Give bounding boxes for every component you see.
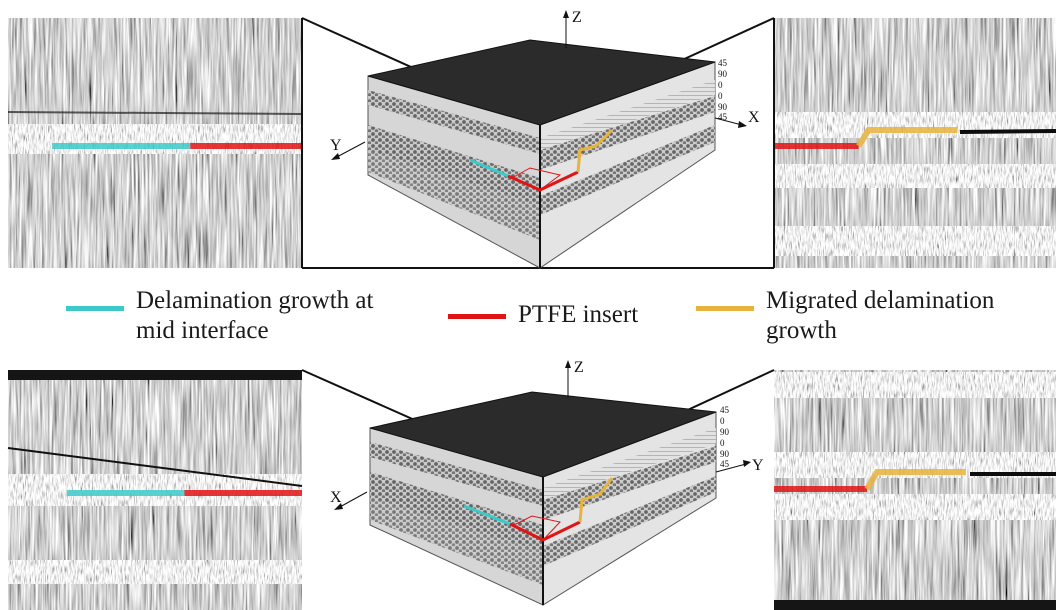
- crack-overlay-migrated: [856, 127, 958, 148]
- legend-delamination-mid: Delamination growth at mid interface: [66, 286, 373, 346]
- ply-labels-bottom: 45 0 90 0 90 45: [720, 405, 730, 469]
- crack-migrated-top: [576, 128, 614, 173]
- crack-overlay-migrated: [864, 469, 966, 491]
- ply-label: 45: [718, 112, 728, 122]
- legend-migrated: Migrated delamination growth: [696, 286, 994, 346]
- legend-swatch-gold: [696, 306, 754, 311]
- legend-swatch-cyan: [66, 306, 124, 311]
- laminate-diagram-top: Z Y X 45 90 0 0 90 45: [330, 9, 760, 269]
- micrograph-top-left: [7, 18, 303, 268]
- axis-right-label-top: X: [748, 109, 760, 126]
- crack-mid-top: [469, 158, 509, 178]
- ply-label: 45: [718, 58, 728, 68]
- crack-migrated-bottom: [578, 477, 614, 523]
- micrograph-bottom-left: [7, 370, 303, 610]
- legend-swatch-red: [448, 314, 506, 319]
- legend-line: mid interface: [136, 317, 269, 344]
- micrograph-bottom-right: [774, 370, 1056, 610]
- axis-left-label-top: Y: [330, 137, 342, 154]
- axis-z-label-top: Z: [572, 9, 582, 26]
- legend-line: Migrated delamination: [766, 287, 995, 314]
- ply-labels-top: 45 90 0 0 90 45: [718, 58, 728, 122]
- legend-line: growth: [766, 317, 837, 344]
- ply-label: 0: [718, 80, 723, 90]
- ply-label: 0: [720, 438, 725, 448]
- legend-text: Migrated delamination growth: [766, 286, 994, 346]
- legend-text: Delamination growth at mid interface: [136, 286, 373, 346]
- ply-label: 90: [720, 449, 730, 459]
- legend-ptfe: PTFE insert: [448, 300, 638, 330]
- axis-left-label-bottom: X: [330, 489, 342, 506]
- ptfe-outline-bottom: [511, 515, 561, 541]
- micrograph-top-right: [774, 18, 1056, 268]
- laminate-diagram-bottom: Z X Y 45 0 90 0 90 45: [330, 359, 764, 606]
- axis-right-label-bottom: Y: [752, 457, 764, 474]
- legend-line: PTFE insert: [518, 301, 639, 328]
- ply-label: 45: [720, 405, 730, 415]
- ply-label: 90: [718, 102, 728, 112]
- axis-z-label-bottom: Z: [574, 359, 584, 376]
- ply-label: 0: [718, 91, 723, 101]
- ply-label: 0: [720, 416, 725, 426]
- ply-label: 45: [720, 459, 730, 469]
- crack-mid-bottom: [463, 504, 511, 526]
- ptfe-outline-top: [511, 167, 562, 191]
- ply-label: 90: [720, 427, 730, 437]
- legend-line: Delamination growth at: [136, 287, 374, 314]
- ply-label: 90: [718, 69, 728, 79]
